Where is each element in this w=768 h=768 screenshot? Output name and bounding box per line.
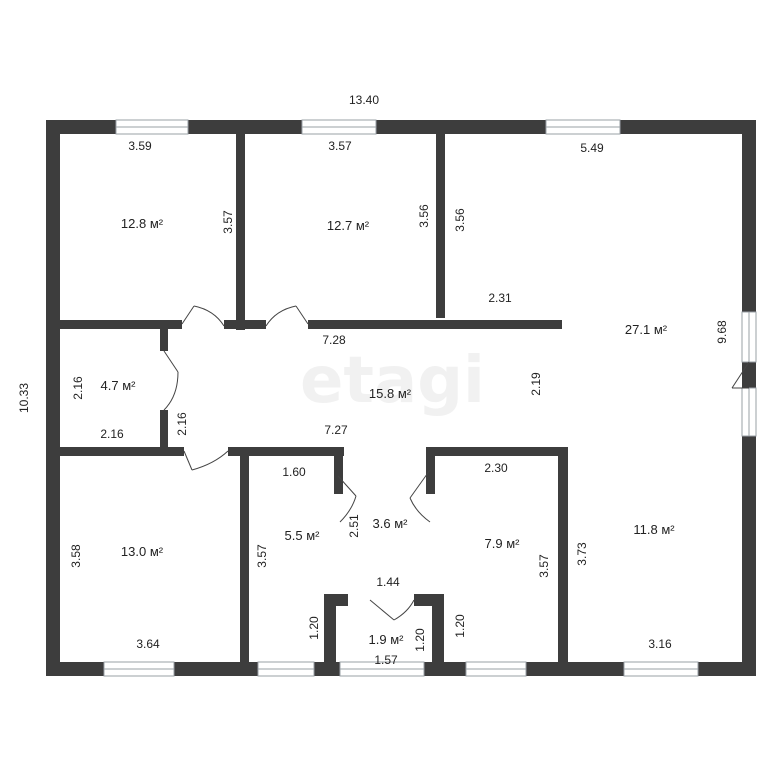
door: [265, 305, 309, 327]
room-dimension: 1.57: [374, 653, 398, 667]
room-area: 4.7 м²: [101, 378, 137, 393]
room-h: 7.9 м² 2.30 3.57 1.20: [453, 461, 551, 638]
window: [115, 119, 189, 135]
windows: [103, 119, 757, 677]
window: [103, 661, 175, 677]
room-dimension: 3.56: [417, 204, 431, 228]
room-dimension: 3.59: [128, 139, 152, 153]
room-g: 1.9 м² 1.20 1.57: [369, 628, 427, 667]
room-dimension: 7.28: [322, 333, 346, 347]
window: [741, 387, 757, 437]
window: [257, 661, 315, 677]
room-area: 12.7 м²: [327, 218, 370, 233]
room-dimension: 2.19: [529, 372, 543, 396]
window: [623, 661, 699, 677]
room-dimension: 7.27: [324, 423, 348, 437]
room-dimension: 2.16: [71, 376, 85, 400]
window: [545, 119, 621, 135]
window: [339, 661, 425, 677]
watermark: etagi: [300, 344, 485, 418]
window: [301, 119, 377, 135]
door: [181, 305, 225, 327]
room-dimension: 2.31: [488, 291, 512, 305]
interior-walls: [60, 134, 568, 662]
room-d: 4.7 м² 2.16 2.16 2.16: [71, 376, 189, 441]
room-dimension: 3.58: [69, 544, 83, 568]
room-b: 12.7 м² 3.57 3.56: [327, 139, 431, 233]
room-dimension: 3.57: [328, 139, 352, 153]
room-area: 3.6 м²: [373, 516, 409, 531]
room-i: 11.8 м² 3.73 3.16: [575, 522, 675, 651]
room-dimension: 2.51: [347, 514, 361, 538]
door: [731, 361, 750, 389]
room-area: 15.8 м²: [369, 386, 412, 401]
room-dimension: 3.57: [255, 544, 269, 568]
room-dimension: 1.20: [307, 616, 321, 640]
window: [465, 661, 527, 677]
right-wall-length: 9.68: [715, 320, 729, 344]
overall-width: 13.40: [349, 93, 379, 107]
room-e: 13.0 м² 3.58 3.64: [69, 544, 164, 651]
room-area: 12.8 м²: [121, 216, 164, 231]
door: [409, 469, 431, 523]
door: [369, 599, 415, 621]
room-dimension: 3.73: [575, 542, 589, 566]
room-c: 27.1 м² 5.49 3.56 2.31: [453, 141, 668, 337]
room-dimension: 2.16: [100, 427, 124, 441]
room-area: 5.5 м²: [285, 528, 321, 543]
room-dimension: 1.44: [376, 575, 400, 589]
room-dimension: 3.64: [136, 637, 160, 651]
room-dimension: 1.20: [453, 614, 467, 638]
room-area: 13.0 м²: [121, 544, 164, 559]
room-dimension: 1.20: [413, 628, 427, 652]
door: [337, 475, 357, 523]
room-dimension: 3.57: [537, 554, 551, 578]
room-dimension: 3.57: [221, 210, 235, 234]
room-area: 27.1 м²: [625, 322, 668, 337]
room-dimension: 1.60: [282, 465, 306, 479]
doors: [163, 305, 750, 621]
corridor: 3.6 м² 2.51 1.44: [347, 514, 408, 589]
room-dimension: 3.16: [648, 637, 672, 651]
room-dimension: 5.49: [580, 141, 604, 155]
room-f: 5.5 м² 1.60 3.57 1.20: [255, 465, 321, 640]
room-dimension: 2.30: [484, 461, 508, 475]
room-area: 11.8 м²: [633, 522, 675, 537]
window: [741, 311, 757, 363]
overall-height: 10.33: [17, 383, 31, 413]
room-area: 7.9 м²: [485, 536, 521, 551]
room-dimension: 2.16: [175, 412, 189, 436]
door: [163, 350, 179, 411]
room-area: 1.9 м²: [369, 632, 405, 647]
door: [183, 450, 229, 471]
room-dimension: 3.56: [453, 208, 467, 232]
hall: 15.8 м² 7.28 7.27 2.19: [322, 333, 543, 437]
room-a: 12.8 м² 3.59 3.57: [121, 139, 235, 234]
